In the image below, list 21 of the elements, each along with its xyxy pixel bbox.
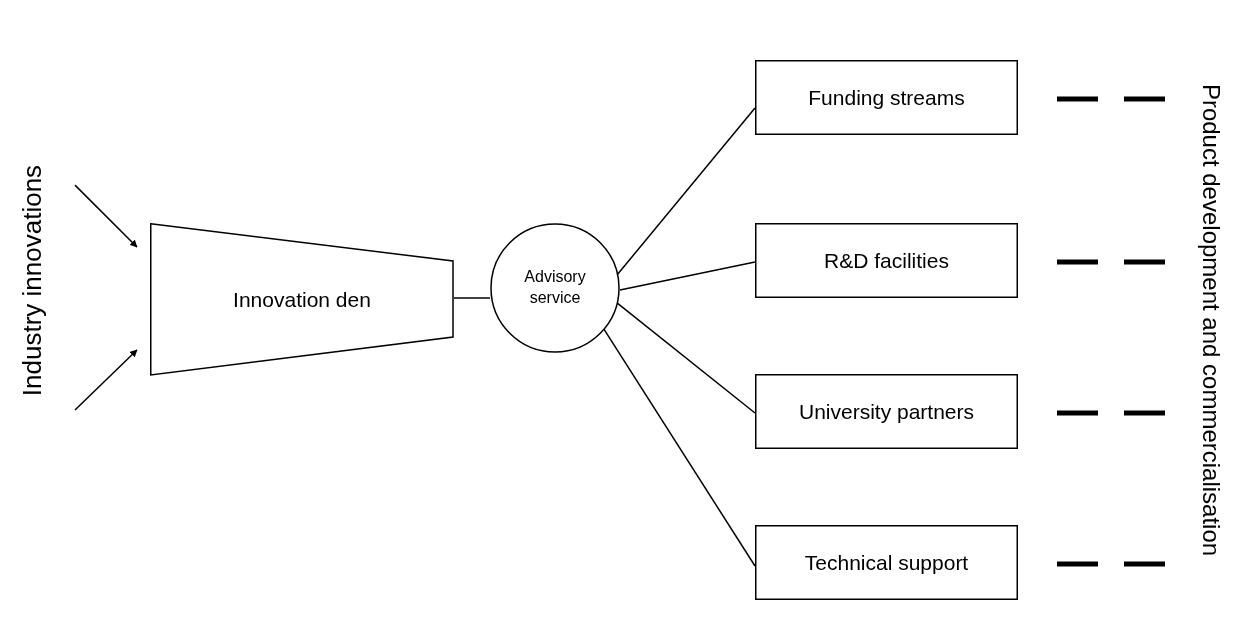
funnel-shape <box>150 223 454 376</box>
connector-line <box>619 261 756 291</box>
node-label: R&D facilities <box>824 248 949 273</box>
connector-line <box>453 297 491 299</box>
arrow <box>74 184 138 248</box>
process-box <box>755 223 1018 298</box>
node-label: Technical support <box>804 550 969 575</box>
node-label: Innovation den <box>233 287 371 312</box>
process-box <box>755 374 1018 449</box>
arrow <box>74 349 138 411</box>
process-box <box>755 525 1018 600</box>
node-label: Funding streams <box>808 85 965 110</box>
connector-line <box>616 302 756 414</box>
process-box <box>755 60 1018 135</box>
node-label: Advisory service <box>523 267 587 308</box>
side-label: Industry innovations <box>17 164 49 396</box>
side-label: Product development and commercialisation <box>1197 83 1225 557</box>
service-circle <box>490 223 620 353</box>
node-label: University partners <box>798 399 975 424</box>
connector-line <box>603 328 756 567</box>
connector-line <box>616 107 756 276</box>
